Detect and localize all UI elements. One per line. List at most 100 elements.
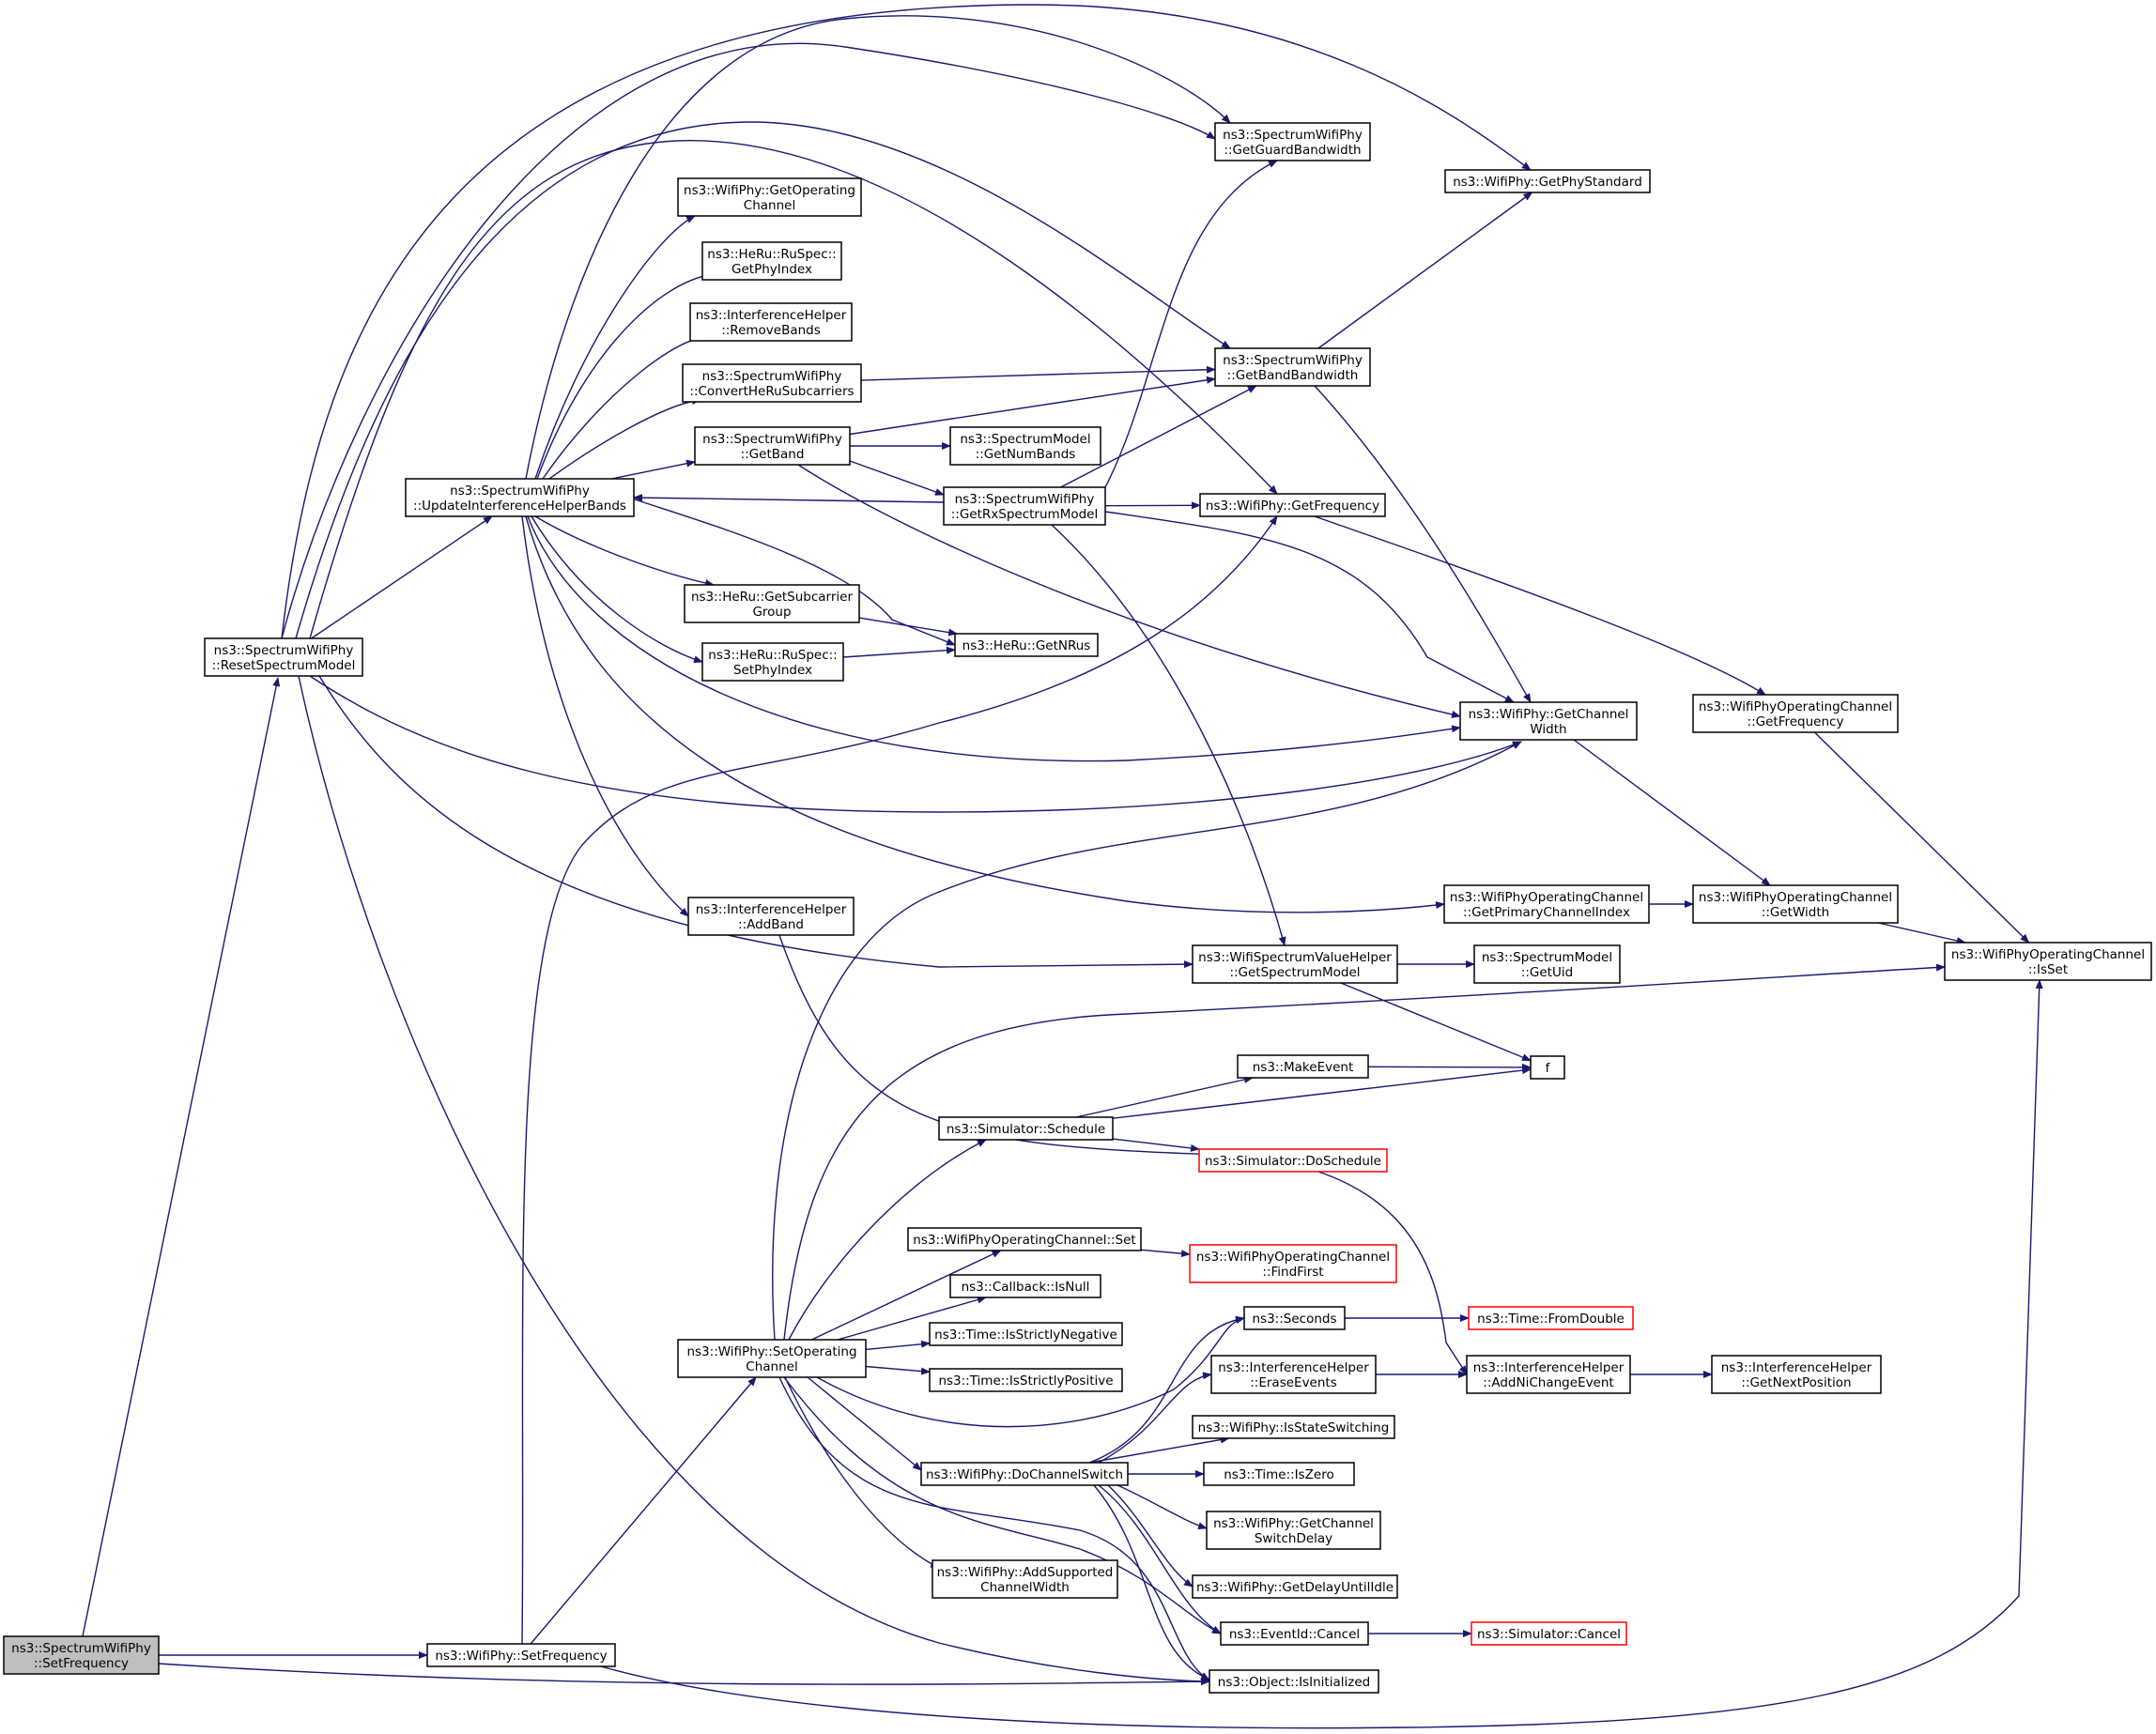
- node-label: ns3::WifiPhy::IsStateSwitching: [1198, 1420, 1390, 1435]
- node-simcancel[interactable]: ns3::Simulator::Cancel: [1471, 1621, 1627, 1646]
- node-label: ns3::Simulator::Cancel: [1477, 1627, 1621, 1642]
- edge-path: [1098, 1372, 1212, 1464]
- edge-path: [531, 515, 703, 664]
- node-label: ns3::WifiPhy::SetOperating: [686, 1344, 856, 1359]
- edge-path: [811, 1250, 1002, 1341]
- node-label: ns3::SpectrumModel: [960, 432, 1090, 447]
- node-getphyidx[interactable]: ns3::HeRu::RuSpec::GetPhyIndex: [701, 241, 842, 281]
- node-dosched[interactable]: ns3::Simulator::DoSchedule: [1198, 1148, 1388, 1173]
- node-label: ns3::HeRu::RuSpec::: [707, 247, 836, 262]
- node-box: [929, 1368, 1123, 1392]
- edge-path: [783, 963, 1946, 1341]
- node-convert[interactable]: ns3::SpectrumWifiPhy::ConvertHeRuSubcarr…: [682, 363, 862, 403]
- node-isset[interactable]: ns3::WifiPhyOperatingChannel::IsSet: [1944, 942, 2152, 981]
- node-schedule[interactable]: ns3::Simulator::Schedule: [938, 1116, 1114, 1141]
- node-setphyidx[interactable]: ns3::HeRu::RuSpec::SetPhyIndex: [701, 642, 844, 682]
- edge-ocfreq-to-isset: [1813, 731, 2030, 944]
- edge-path: [542, 334, 705, 480]
- node-ocwidth[interactable]: ns3::WifiPhyOperatingChannel::GetWidth: [1692, 884, 1899, 924]
- edge-path: [1340, 982, 1532, 1062]
- edge-doswitch-to-swdelay: [1116, 1484, 1208, 1530]
- node-label: ns3::Time::IsStrictlyNegative: [934, 1327, 1117, 1343]
- node-fromdouble[interactable]: ns3::Time::FromDouble: [1468, 1306, 1634, 1330]
- node-getband[interactable]: ns3::SpectrumWifiPhy::GetBand: [694, 426, 851, 466]
- node-delayidle[interactable]: ns3::WifiPhy::GetDelayUntilIdle: [1192, 1574, 1398, 1599]
- edge-reset-to-getfreq: [309, 140, 1278, 639]
- edge-addband-to-addni: [778, 934, 1468, 1375]
- node-bandbw[interactable]: ns3::SpectrumWifiPhy::GetBandBandwidth: [1214, 347, 1371, 387]
- node-label: ns3::WifiPhy::SetFrequency: [435, 1649, 607, 1664]
- node-box: [1444, 169, 1651, 193]
- node-strneg[interactable]: ns3::Time::IsStrictlyNegative: [929, 1322, 1123, 1346]
- edge-doswitch-to-isswitch: [1088, 1435, 1230, 1464]
- node-numbands[interactable]: ns3::SpectrumModel::GetNumBands: [949, 426, 1101, 466]
- node-label: ns3::Time::FromDouble: [1477, 1312, 1625, 1327]
- node-isinit[interactable]: ns3::Object::IsInitialized: [1209, 1669, 1379, 1694]
- node-doswitch[interactable]: ns3::WifiPhy::DoChannelSwitch: [920, 1462, 1129, 1486]
- node-box: [204, 637, 363, 677]
- node-makeevent[interactable]: ns3::MakeEvent: [1237, 1054, 1369, 1079]
- node-label: ns3::WifiPhyOperatingChannel::Set: [913, 1233, 1135, 1248]
- node-box: [677, 1339, 867, 1378]
- node-ocset[interactable]: ns3::WifiPhyOperatingChannel::Set: [907, 1227, 1142, 1251]
- node-box: [1214, 122, 1371, 161]
- node-f[interactable]: f: [1530, 1055, 1565, 1080]
- node-wsetfreq[interactable]: ns3::WifiPhy::SetFrequency: [426, 1643, 616, 1667]
- node-guardbw[interactable]: ns3::SpectrumWifiPhy::GetGuardBandwidth: [1214, 122, 1371, 161]
- edge-path: [1813, 731, 2030, 944]
- edge-update-to-getband: [611, 459, 696, 480]
- node-getspec[interactable]: ns3::WifiSpectrumValueHelper::GetSpectru…: [1192, 944, 1398, 984]
- node-primidx[interactable]: ns3::WifiPhyOperatingChannel::GetPrimary…: [1443, 884, 1650, 924]
- edge-reset-to-chwidth: [309, 675, 1522, 813]
- node-iszero[interactable]: ns3::Time::IsZero: [1203, 1462, 1355, 1486]
- node-box: [949, 1274, 1101, 1298]
- edge-path: [1367, 1063, 1532, 1071]
- node-box: [1692, 694, 1899, 733]
- edge-path: [530, 1376, 757, 1645]
- node-nrus[interactable]: ns3::HeRu::GetNRus: [954, 633, 1099, 657]
- edge-reset-to-getspec: [318, 675, 1194, 969]
- node-update[interactable]: ns3::SpectrumWifiPhy::UpdateInterference…: [405, 478, 635, 517]
- node-reset[interactable]: ns3::SpectrumWifiPhy::ResetSpectrumModel: [204, 637, 363, 677]
- node-ocfreq[interactable]: ns3::WifiPhyOperatingChannel::GetFrequen…: [1692, 694, 1899, 733]
- node-removebands[interactable]: ns3::InterferenceHelper::RemoveBands: [689, 302, 853, 342]
- edge-path: [1088, 1315, 1245, 1464]
- node-getuid[interactable]: ns3::SpectrumModel::GetUid: [1473, 944, 1621, 984]
- node-label: ::GetPrimaryChannelIndex: [1463, 905, 1630, 920]
- node-box: [1471, 1621, 1627, 1646]
- node-getfreq[interactable]: ns3::WifiPhy::GetFrequency: [1199, 493, 1386, 517]
- node-box: [1243, 1306, 1346, 1330]
- node-physt[interactable]: ns3::WifiPhy::GetPhyStandard: [1444, 169, 1651, 193]
- edge-path: [778, 1376, 1210, 1681]
- node-label: ns3::WifiPhy::GetChannel: [1213, 1516, 1374, 1531]
- node-strpos[interactable]: ns3::Time::IsStrictlyPositive: [929, 1368, 1123, 1392]
- node-addni[interactable]: ns3::InterferenceHelper::AddNiChangeEven…: [1466, 1355, 1631, 1394]
- node-erase[interactable]: ns3::InterferenceHelper::EraseEvents: [1210, 1355, 1377, 1394]
- node-isswitch[interactable]: ns3::WifiPhy::IsStateSwitching: [1192, 1415, 1395, 1439]
- node-box: [701, 241, 842, 281]
- node-isnull[interactable]: ns3::Callback::IsNull: [949, 1274, 1101, 1298]
- node-cancel[interactable]: ns3::EventId::Cancel: [1220, 1621, 1369, 1646]
- edge-update-to-nrus: [628, 497, 956, 646]
- node-nextpos[interactable]: ns3::InterferenceHelper::GetNextPosition: [1711, 1355, 1882, 1394]
- edge-setopch-to-isinit: [778, 1376, 1210, 1681]
- edge-getband-to-bandbw: [849, 376, 1216, 436]
- node-root[interactable]: ns3::SpectrumWifiPhy::SetFrequency: [3, 1635, 160, 1675]
- node-findfirst[interactable]: ns3::WifiPhyOperatingChannel::FindFirst: [1189, 1244, 1397, 1283]
- edge-path: [1878, 922, 1966, 944]
- node-addband[interactable]: ns3::InterferenceHelper::AddBand: [687, 897, 855, 936]
- edge-path: [1112, 1138, 1200, 1152]
- node-label: ns3::InterferenceHelper: [696, 308, 847, 323]
- edge-path: [807, 1376, 922, 1471]
- node-label: ::GetBand: [741, 447, 805, 462]
- node-box: [1944, 942, 2152, 981]
- edge-update-to-primidx: [525, 515, 1445, 913]
- node-rxspec[interactable]: ns3::SpectrumWifiPhy::GetRxSpectrumModel: [943, 486, 1106, 526]
- node-seconds[interactable]: ns3::Seconds: [1243, 1306, 1346, 1330]
